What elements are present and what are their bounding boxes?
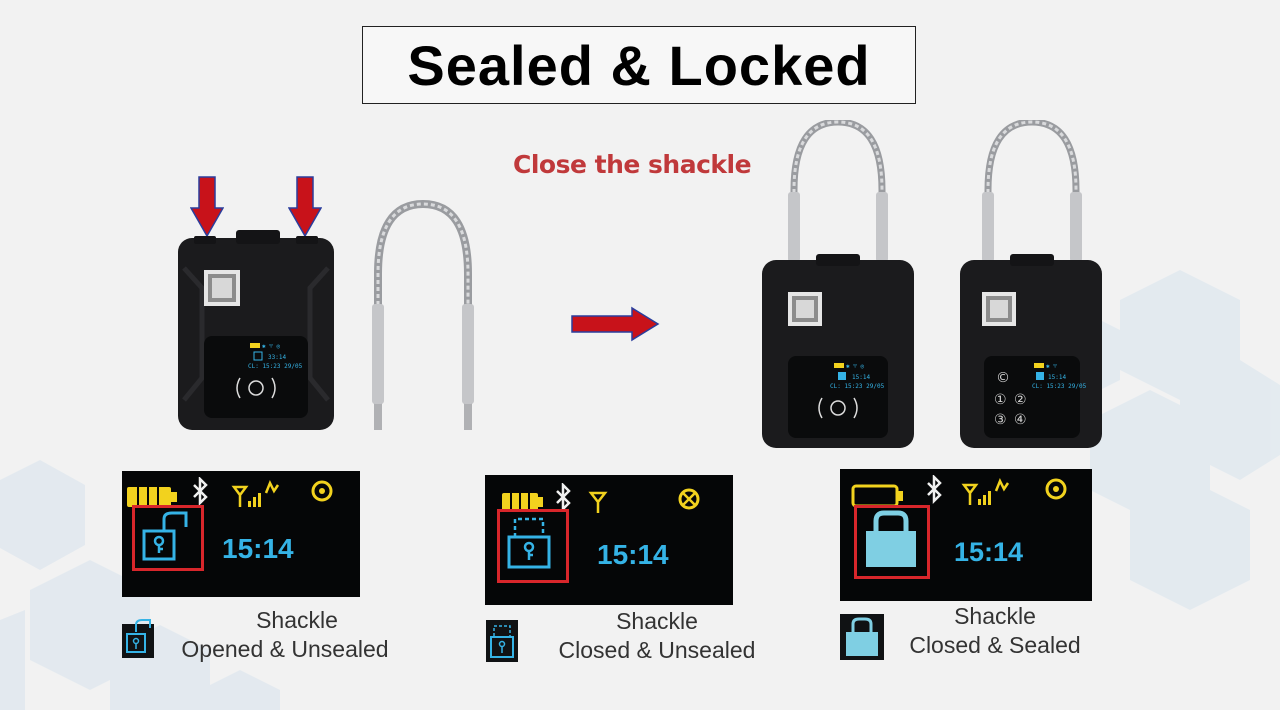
keypad-key: ③ xyxy=(994,412,1007,428)
caption-line2: Closed & Unsealed xyxy=(558,637,756,663)
svg-text:✱ ♈ ◎: ✱ ♈ ◎ xyxy=(845,363,864,370)
signal-icon xyxy=(588,491,608,513)
location-off-icon xyxy=(678,488,700,510)
down-arrow-icon xyxy=(190,176,224,238)
lock-closed-sealed-icon xyxy=(840,614,884,660)
caption-opened: Shackle Opened & Unsealed xyxy=(170,606,400,664)
screen-panel-sealed: 15:14 xyxy=(840,469,1092,601)
keypad-key: © xyxy=(996,370,1010,386)
lock-closed-unsealed-icon xyxy=(486,620,518,662)
highlight-box xyxy=(497,509,569,583)
caption-closed-sealed: Shackle Closed & Sealed xyxy=(892,602,1098,660)
bluetooth-icon xyxy=(193,477,208,507)
signal-icon xyxy=(961,483,979,505)
battery-icon xyxy=(851,484,899,508)
time-display: 15:14 xyxy=(222,533,294,564)
highlight-box xyxy=(854,505,930,579)
screen-panel-opened: 15:14 xyxy=(122,471,360,597)
device-clock: 15:14 xyxy=(852,374,870,381)
right-arrow-icon xyxy=(571,306,660,342)
shackle-cable xyxy=(372,199,474,430)
lock-device-opened: ✱ ♈ ◎ 33:14 CL: 15:23 29/05 xyxy=(178,230,334,430)
time-display: 15:14 xyxy=(597,539,669,570)
time-display: 15:14 xyxy=(954,537,1024,567)
screen-panel-closed: 15:14 xyxy=(485,475,733,605)
device-clock: 15:14 xyxy=(1048,374,1066,381)
caption-closed-unsealed: Shackle Closed & Unsealed xyxy=(538,607,776,665)
down-arrow-icon xyxy=(288,176,322,238)
highlight-box xyxy=(132,505,204,571)
lock-open-unsealed-icon xyxy=(122,619,154,658)
lock-closed-unsealed-icon xyxy=(507,517,551,569)
svg-text:✱ ♈: ✱ ♈ xyxy=(1045,363,1057,370)
caption-line1: Shackle xyxy=(954,603,1036,629)
status-icons xyxy=(502,483,700,513)
caption-line2: Opened & Unsealed xyxy=(181,636,389,662)
page-title: Sealed & Locked xyxy=(362,26,916,104)
subtitle: Close the shackle xyxy=(513,150,752,179)
lock-device-keypad: ✱ ♈ 15:14 CL: 15:23 29/05 © ① ② ③ ④ xyxy=(960,120,1102,448)
lock-closed-sealed-icon xyxy=(866,510,916,567)
svg-text:✱ ♈ ◎: ✱ ♈ ◎ xyxy=(261,343,280,350)
lock-device-closed: ✱ ♈ ◎ 15:14 CL: 15:23 29/05 xyxy=(762,120,914,448)
device-clock: 33:14 xyxy=(268,354,286,361)
device-log: CL: 15:23 29/05 xyxy=(1032,383,1087,390)
keypad-key: ① xyxy=(994,392,1007,408)
lock-open-unsealed-icon xyxy=(142,511,188,561)
bluetooth-icon xyxy=(927,475,942,505)
device-log: CL: 15:23 29/05 xyxy=(248,363,303,370)
caption-line1: Shackle xyxy=(256,607,338,633)
location-icon xyxy=(311,480,333,502)
signal-icon xyxy=(231,485,249,507)
location-icon xyxy=(1045,478,1067,500)
keypad-key: ② xyxy=(1014,392,1027,408)
device-log: CL: 15:23 29/05 xyxy=(830,383,885,390)
caption-line2: Closed & Sealed xyxy=(909,632,1081,658)
bluetooth-icon xyxy=(556,483,571,513)
keypad-key: ④ xyxy=(1014,412,1027,428)
caption-line1: Shackle xyxy=(616,608,698,634)
status-icons xyxy=(127,477,333,507)
